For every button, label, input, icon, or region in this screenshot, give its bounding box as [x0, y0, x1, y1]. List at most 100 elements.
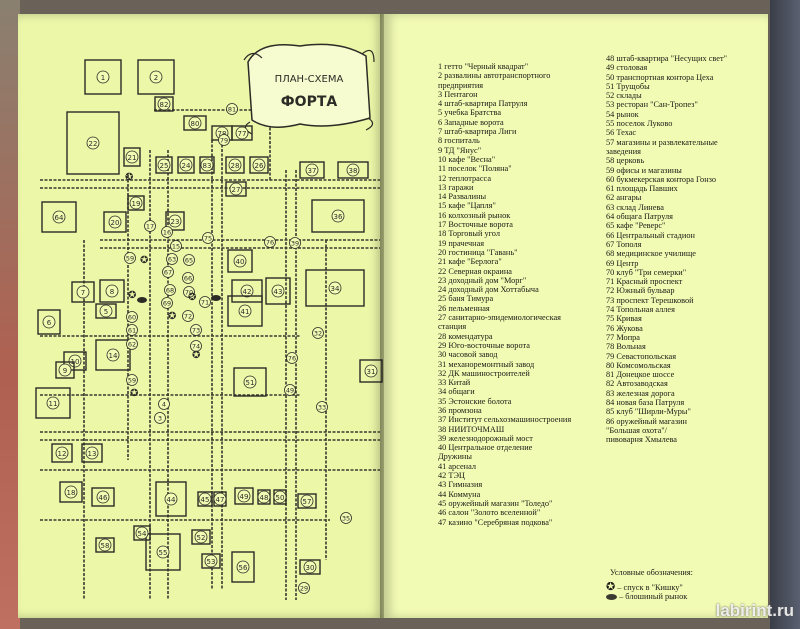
map-block-number-circle — [300, 494, 314, 508]
map-block-outline — [231, 551, 255, 583]
map-block-outline — [84, 59, 122, 95]
legend-conventions-title: Условные обозначения: — [610, 568, 693, 577]
legend-entry: 48 штаб-квартира "Несущих свет" — [606, 54, 727, 63]
legend-entry: 7 штаб-квартира Лиги — [438, 127, 517, 137]
legend-entry: пивоварня Хмылева — [606, 435, 677, 445]
map-label-circle — [182, 310, 194, 322]
map-block: 19 — [127, 195, 145, 211]
map-block-number-circle — [331, 209, 345, 223]
map-block-number-circle — [194, 530, 208, 544]
map-block-outline — [155, 481, 187, 517]
map-block-outline — [51, 443, 73, 463]
legend-entry: 61 площадь Павших — [606, 184, 678, 194]
map-block-number-circle — [328, 281, 342, 295]
map-block: 7 — [71, 281, 95, 303]
legend-entry: 59 офисы и магазины — [606, 165, 682, 175]
legend-entry: 25 баня Тимура — [438, 294, 494, 304]
map-block: 77 — [231, 125, 253, 141]
map-block: 57 — [297, 493, 317, 509]
legend-entry: 86 оружейный магазин — [606, 416, 687, 426]
map-block-outline — [35, 387, 71, 419]
map-block-outline — [66, 111, 120, 175]
book-cover-edge-right — [770, 0, 800, 629]
map-block-number: 21 — [128, 154, 137, 162]
map-block: 40 — [227, 249, 253, 273]
map-block-number: 9 — [63, 367, 67, 375]
map-block: 49 — [234, 487, 254, 505]
map-label-number: 15 — [172, 243, 180, 251]
map-label-circle — [164, 284, 176, 296]
map-block-number: 31 — [367, 368, 376, 376]
legend-entry: 81 Донецкое шоссе — [606, 370, 675, 380]
map-block-number: 42 — [243, 288, 252, 296]
map-block: 82 — [154, 96, 174, 112]
watermark: labirint.ru — [715, 601, 794, 620]
legend-entry: 50 транспортная контора Цеха — [606, 72, 714, 82]
map-block-number: 53 — [207, 558, 216, 566]
map-block: 1 — [84, 59, 122, 95]
map-block-number-circle — [149, 70, 163, 84]
map-block-number-circle — [55, 446, 69, 460]
map-block-number-circle — [252, 158, 266, 172]
map-label-number: 71 — [201, 299, 209, 307]
map-block-outline — [127, 195, 145, 211]
map-label-circle — [170, 240, 182, 252]
legend-entry: 34 общаги — [438, 387, 475, 397]
map-block-outline — [183, 115, 207, 131]
legend-entry: 66 Центральный стадион — [606, 230, 695, 240]
map-block-number: 8 — [110, 288, 114, 296]
map-label-number: 75 — [204, 235, 212, 243]
legend-entry: 68 медицинское училище — [606, 249, 696, 259]
map-label-number: 32 — [314, 330, 322, 338]
legend-entry: 71 Красный проспект — [606, 277, 683, 287]
map-block-number-circle — [96, 70, 110, 84]
map-label-number: 39 — [291, 240, 299, 248]
map-block-outline — [145, 533, 181, 571]
map-block: 83 — [199, 156, 215, 174]
map-label-number: 76 — [288, 355, 296, 363]
map-label-number: 79 — [220, 137, 228, 145]
map-block-outline — [95, 537, 115, 553]
legend-entry: 79 Севастопольская — [606, 351, 677, 361]
map-block-outline — [37, 309, 61, 335]
map-block: 44 — [155, 481, 187, 517]
legend-entry: 80 Комсомольская — [606, 360, 671, 370]
map-label-circle — [126, 311, 138, 323]
map-block: 51 — [233, 367, 267, 397]
map-label-number: 66 — [184, 275, 192, 283]
map-label-number: 76 — [266, 239, 274, 247]
map-block-outline — [177, 156, 195, 174]
map-label-circle — [183, 286, 195, 298]
legend-entry: 85 клуб "Ширли-Муры" — [606, 407, 691, 417]
star-symbol-icon: ✪ — [192, 350, 200, 361]
map-block-outline — [95, 303, 117, 319]
star-symbol-icon: ✪ — [128, 290, 136, 301]
map-label-circle — [162, 266, 174, 278]
map-block-number: 51 — [246, 379, 255, 387]
map-block-outline — [123, 147, 141, 167]
map-label-number: 73 — [192, 327, 200, 335]
map-block-number-circle — [58, 363, 72, 377]
legend-entry: 35 Эстонские болота — [438, 396, 512, 406]
legend-entry: 64 общага Патруля — [606, 212, 673, 222]
map-label-number: 72 — [184, 313, 192, 321]
map-block-number: 41 — [241, 308, 250, 316]
map-block-outline — [103, 211, 127, 233]
legend-entry: 78 Вольная — [606, 342, 646, 352]
map-block-number-circle — [85, 446, 99, 460]
map-block-number-circle — [346, 163, 360, 177]
map-block-number-circle — [200, 158, 214, 172]
map-block-number-circle — [46, 396, 60, 410]
legend-entry: 21 кафе "Берлога" — [438, 257, 502, 267]
map-block: 5 — [95, 303, 117, 319]
legend-entry: 43 Гимназия — [438, 480, 483, 490]
map-block-number: 48 — [260, 494, 269, 502]
map-block: 53 — [201, 553, 221, 569]
map-block: 50 — [273, 489, 287, 505]
map-label-number: 68 — [166, 287, 174, 295]
map-block-outline — [227, 249, 253, 273]
map-block: 10 — [63, 351, 87, 371]
map-block-number-circle — [86, 136, 100, 150]
legend-entry: 63 склад Линева — [606, 202, 664, 212]
